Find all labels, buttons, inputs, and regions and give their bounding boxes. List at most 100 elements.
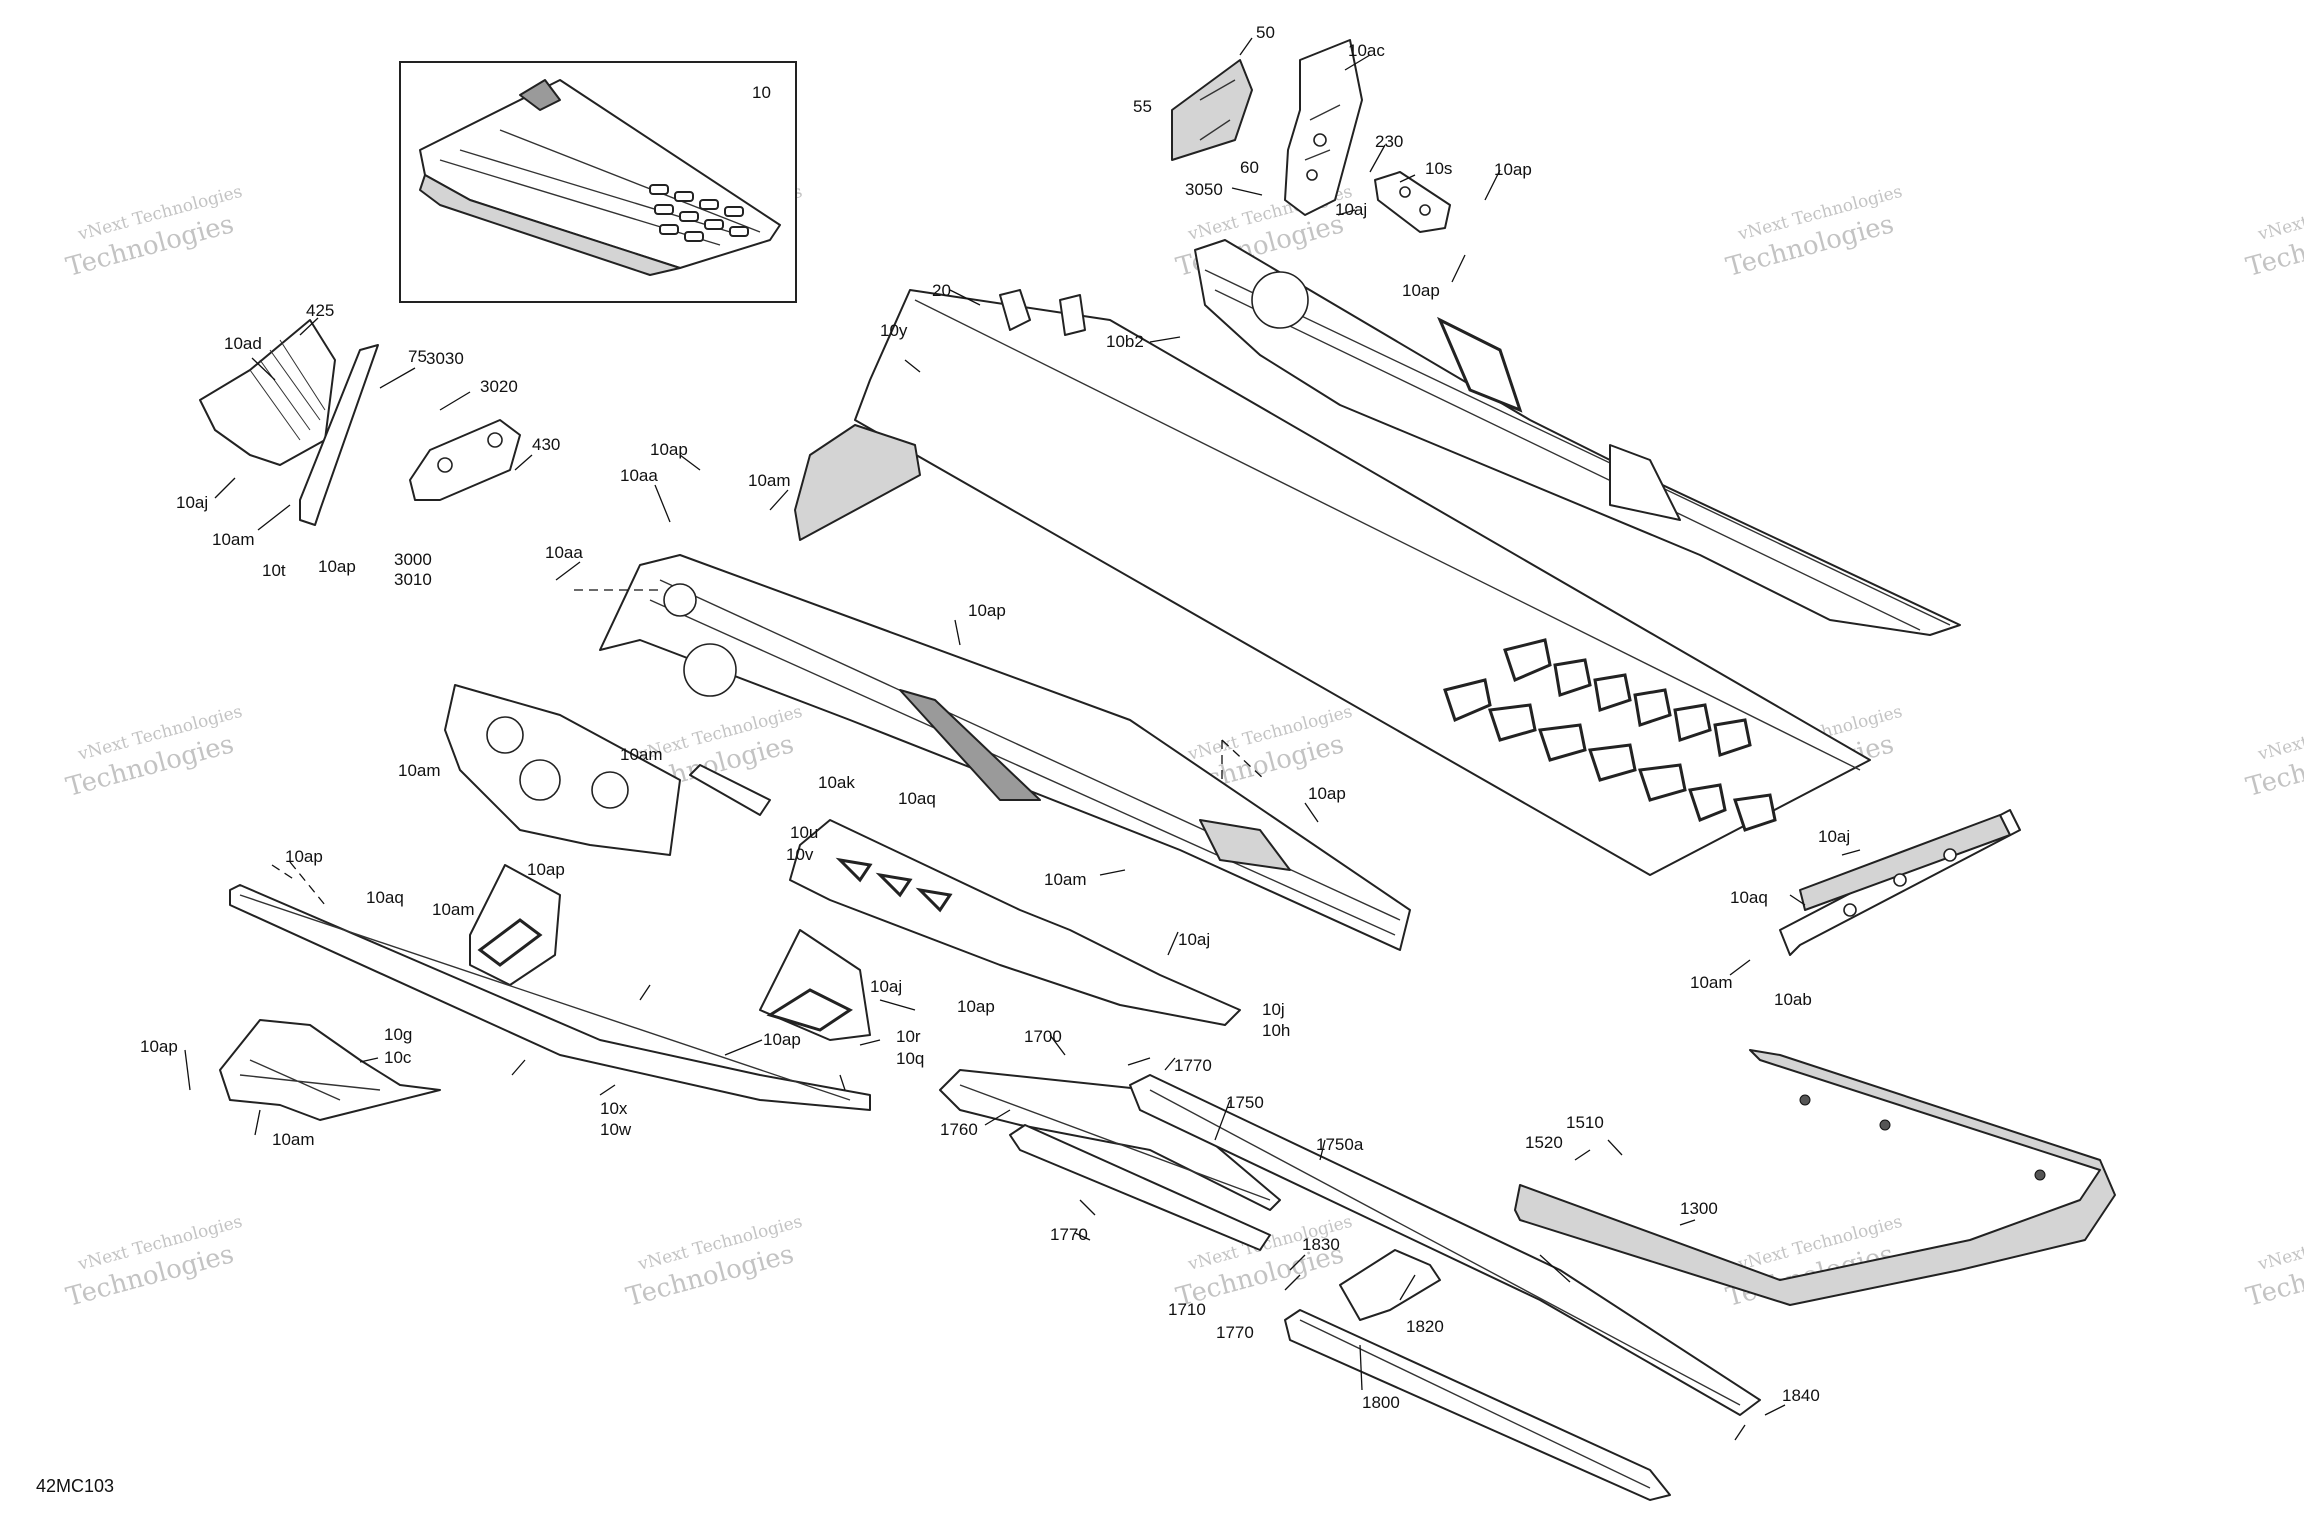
callout-10aj-a: 10aj — [1335, 200, 1367, 219]
callout-10am-a: 10am — [748, 471, 791, 490]
callout-1300: 1300 — [1680, 1199, 1718, 1218]
callout-1750: 1750 — [1226, 1093, 1264, 1112]
part-tunnel-front-fairing — [794, 289, 1086, 541]
svg-text:vNext Technologies: vNext Technologies — [2255, 702, 2304, 765]
callout-1760: 1760 — [940, 1120, 978, 1139]
part-tunnel-left-side — [599, 554, 1411, 951]
callout-3050: 3050 — [1185, 180, 1223, 199]
callout-1750a: 1750a — [1316, 1135, 1364, 1154]
callout-1830: 1830 — [1302, 1235, 1340, 1254]
callout-230: 230 — [1375, 132, 1403, 151]
callout-10aq-c: 10aq — [1730, 888, 1768, 907]
callout-1520: 1520 — [1525, 1133, 1563, 1152]
callout-10q: 10q — [896, 1049, 924, 1068]
callout-1770-c: 1770 — [1216, 1323, 1254, 1342]
part-10ad-bracket — [199, 319, 336, 466]
callout-10u: 10u — [790, 823, 818, 842]
callout-10ab: 10ab — [1774, 990, 1812, 1009]
callout-10ak: 10ak — [818, 773, 855, 792]
callout-10aj-b: 10aj — [176, 493, 208, 512]
callout-10w: 10w — [600, 1120, 632, 1139]
callout-10aj-e: 10aj — [1818, 827, 1850, 846]
callout-10am-e: 10am — [1044, 870, 1087, 889]
callout-3020: 3020 — [480, 377, 518, 396]
part-corner-bracket-10r — [759, 929, 871, 1041]
callout-10aa-a: 10aa — [620, 466, 658, 485]
callout-10c: 10c — [384, 1048, 412, 1067]
part-corner-bracket-10aq — [469, 864, 561, 986]
callout-10ap-k: 10ap — [140, 1037, 178, 1056]
callout-430: 430 — [532, 435, 560, 454]
callout-10ap-h: 10ap — [285, 847, 323, 866]
callout-10v: 10v — [786, 845, 814, 864]
part-bracket-10s — [1374, 171, 1451, 233]
part-10g-skid — [219, 1019, 441, 1121]
part-10aq-bracket — [789, 819, 1241, 1026]
part-10u-link — [689, 764, 771, 816]
callout-20: 20 — [932, 281, 951, 300]
callout-10ap-j: 10ap — [763, 1030, 801, 1049]
callout-10ad: 10ad — [224, 334, 262, 353]
callout-1700: 1700 — [1024, 1027, 1062, 1046]
callout-10aq-b: 10aq — [366, 888, 404, 907]
callout-1770-b: 1770 — [1050, 1225, 1088, 1244]
callout-1770-a: 1770 — [1174, 1056, 1212, 1075]
part-1760-runner — [1009, 1124, 1271, 1251]
callout-1820: 1820 — [1406, 1317, 1444, 1336]
callout-10am-g: 10am — [272, 1130, 315, 1149]
callout-425: 425 — [306, 301, 334, 320]
part-1300-rear-bumper — [1514, 1049, 2116, 1306]
part-1750-runner — [1129, 1074, 1761, 1416]
callout-10ap-b: 10ap — [1402, 281, 1440, 300]
part-10x-rail — [229, 884, 871, 1111]
callout-10am-h: 10am — [1690, 973, 1733, 992]
callout-10am-f: 10am — [432, 900, 475, 919]
callout-10b2: 10b2 — [1106, 332, 1144, 351]
callout-10ap-i: 10ap — [957, 997, 995, 1016]
callout-50: 50 — [1256, 23, 1275, 42]
part-10am-plate — [444, 684, 681, 856]
callout-10am-d: 10am — [620, 745, 663, 764]
callout-10ap-a: 10ap — [1494, 160, 1532, 179]
callout-1840: 1840 — [1782, 1386, 1820, 1405]
inset-label: 10 — [752, 83, 771, 102]
callout-3010: 3010 — [394, 570, 432, 589]
callout-10ap-g: 10ap — [527, 860, 565, 879]
leader-lines — [184, 37, 1861, 1441]
callout-10h: 10h — [1262, 1021, 1290, 1040]
callout-75: 75 — [408, 347, 427, 366]
callout-10g: 10g — [384, 1025, 412, 1044]
part-1800-runner — [1284, 1309, 1671, 1501]
svg-text:vNext Technologies: vNext Technologies — [2255, 1212, 2304, 1275]
callout-10ap-e: 10ap — [968, 601, 1006, 620]
part-3000-link — [409, 419, 521, 501]
callout-10aj-d: 10aj — [870, 977, 902, 996]
part-tunnel-right-side — [1194, 239, 1961, 636]
figure-code: 42MC103 — [36, 1476, 114, 1496]
callout-10s: 10s — [1425, 159, 1452, 178]
callout-1510: 1510 — [1566, 1113, 1604, 1132]
part-flap-plate — [1171, 59, 1253, 161]
callout-1800: 1800 — [1362, 1393, 1400, 1412]
callout-10t: 10t — [262, 561, 286, 580]
callout-10ap-d: 10ap — [318, 557, 356, 576]
part-upper-bracket — [1284, 39, 1363, 216]
callout-60: 60 — [1240, 158, 1259, 177]
callout-10am-c: 10am — [398, 761, 441, 780]
callout-10r: 10r — [896, 1027, 921, 1046]
callout-10ap-f: 10ap — [1308, 784, 1346, 803]
part-1820-bracket — [1339, 1249, 1441, 1321]
callout-1710: 1710 — [1168, 1300, 1206, 1319]
svg-text:vNext Technologies: vNext Technologies — [2255, 182, 2304, 245]
part-1700-rail — [939, 1069, 1281, 1211]
part-tunnel-top — [854, 289, 1871, 876]
callout-55: 55 — [1133, 97, 1152, 116]
